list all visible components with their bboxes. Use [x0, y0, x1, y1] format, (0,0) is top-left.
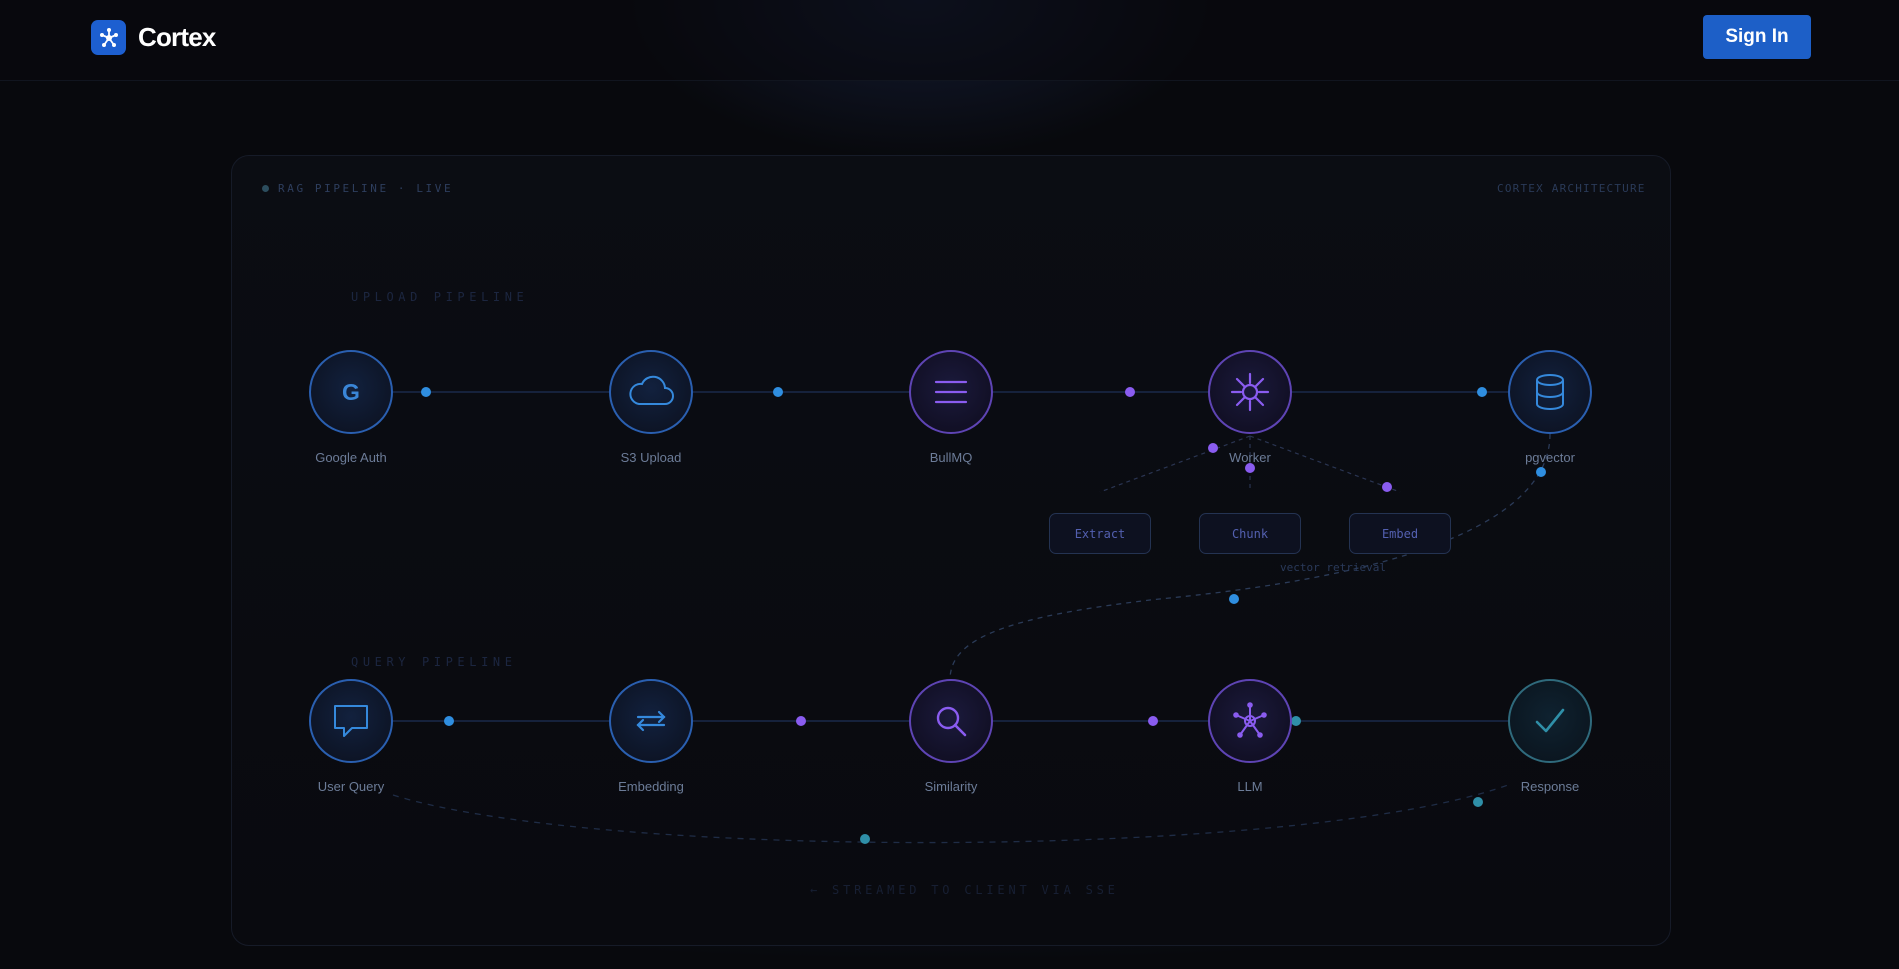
vector-retrieval-label: vector retrieval — [1280, 561, 1386, 574]
step-chunk[interactable]: Chunk — [1199, 513, 1301, 554]
node-label: LLM — [1237, 779, 1263, 794]
step-embed[interactable]: Embed — [1349, 513, 1451, 554]
hub-icon — [1230, 372, 1270, 412]
flow-dot — [421, 387, 431, 397]
flow-dot — [1148, 716, 1158, 726]
embedding-node[interactable] — [609, 679, 693, 763]
flow-dot — [1125, 387, 1135, 397]
pgvector-node[interactable] — [1508, 350, 1592, 434]
stream-back-link — [392, 784, 1509, 844]
llm-node[interactable] — [1208, 679, 1292, 763]
queue-icon — [934, 380, 968, 404]
chat-icon — [334, 705, 368, 737]
sse-footer: ← STREAMED TO CLIENT VIA SSE — [810, 883, 1119, 897]
user-query-node[interactable] — [309, 679, 393, 763]
flow-dot — [773, 387, 783, 397]
node-label: BullMQ — [929, 450, 973, 465]
top-bar: Cortex Sign In — [0, 0, 1899, 81]
node-label: Embedding — [618, 779, 684, 794]
network-icon — [91, 20, 126, 55]
swap-icon — [636, 710, 666, 732]
step-extract[interactable]: Extract — [1049, 513, 1151, 554]
upload-pipeline-title: UPLOAD PIPELINE — [351, 290, 529, 304]
database-icon — [1536, 374, 1564, 410]
sign-in-button[interactable]: Sign In — [1703, 15, 1811, 59]
node-label: S3 Upload — [620, 450, 682, 465]
node-label: Response — [1520, 779, 1580, 794]
flow-dot — [860, 834, 870, 844]
flow-dot — [1229, 594, 1239, 604]
bullmq-node[interactable] — [909, 350, 993, 434]
flow-dot — [1536, 467, 1546, 477]
vector-retrieval-link — [949, 433, 1551, 681]
architecture-label: CORTEX ARCHITECTURE — [1497, 182, 1646, 195]
flow-dot — [1382, 482, 1392, 492]
similarity-node[interactable] — [909, 679, 993, 763]
flow-dot — [1291, 716, 1301, 726]
flow-dot — [444, 716, 454, 726]
cloud-icon — [629, 375, 674, 405]
search-icon — [936, 706, 967, 737]
live-dot-icon — [262, 185, 269, 192]
node-label: Google Auth — [315, 450, 387, 465]
node-label: pgvector — [1525, 450, 1575, 465]
worker-node[interactable] — [1208, 350, 1292, 434]
google-icon: G — [342, 378, 360, 405]
s3-upload-node[interactable] — [609, 350, 693, 434]
worker-embed-link — [1249, 435, 1401, 493]
query-pipeline-title: QUERY PIPELINE — [351, 655, 517, 669]
node-label: User Query — [317, 779, 385, 794]
status-text: RAG PIPELINE · LIVE — [278, 182, 454, 195]
response-node[interactable] — [1508, 679, 1592, 763]
brand-name: Cortex — [138, 22, 216, 52]
check-icon — [1535, 708, 1565, 733]
worker-extract-link — [1099, 435, 1251, 493]
flow-dot — [796, 716, 806, 726]
google-auth-node[interactable]: G — [309, 350, 393, 434]
flow-dot — [1473, 797, 1483, 807]
flow-dot — [1208, 443, 1218, 453]
network-icon — [1233, 702, 1267, 738]
flow-dot — [1477, 387, 1487, 397]
node-label: Similarity — [924, 779, 978, 794]
flow-dot — [1245, 463, 1255, 473]
node-label: Worker — [1229, 450, 1271, 465]
pipeline-status: RAG PIPELINE · LIVE — [262, 182, 453, 195]
brand[interactable]: Cortex — [91, 20, 216, 55]
